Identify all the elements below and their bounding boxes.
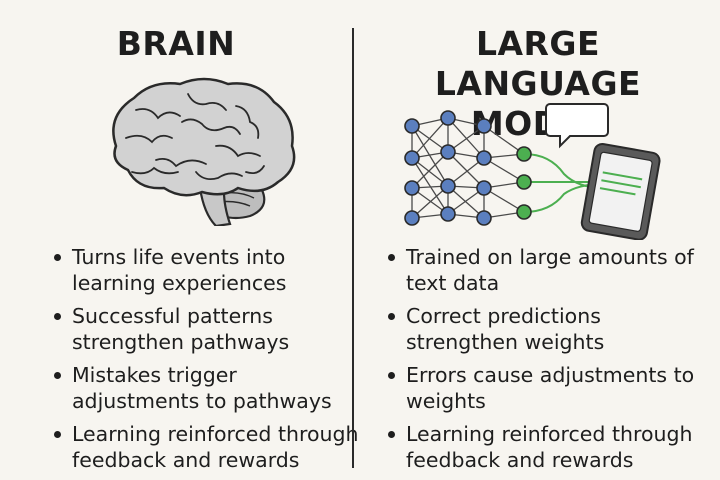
- bullet-dot-icon: [388, 254, 395, 261]
- bullet-dot-icon: [54, 372, 61, 379]
- list-item: Correct predictions strengthen weights: [386, 303, 696, 355]
- bullet-dot-icon: [54, 254, 61, 261]
- column-divider: [352, 28, 354, 468]
- list-item: Turns life events into learning experien…: [52, 244, 362, 296]
- bullet-dot-icon: [54, 313, 61, 320]
- tablet-icon: [580, 143, 661, 240]
- brain-column: BRAIN Turns life events into learning ex…: [0, 0, 359, 480]
- brain-title: BRAIN: [116, 24, 236, 63]
- speech-bubble-icon: [545, 103, 609, 149]
- list-item: Errors cause adjustments to weights: [386, 362, 696, 414]
- list-item: Mistakes trigger adjustments to pathways: [52, 362, 362, 414]
- bullet-dot-icon: [388, 431, 395, 438]
- list-item: Trained on large amounts of text data: [386, 244, 696, 296]
- brain-icon: [112, 77, 296, 226]
- brain-bullet-list: Turns life events into learning experien…: [52, 244, 359, 480]
- llm-bullet-list: Trained on large amounts of text data Co…: [386, 244, 720, 480]
- llm-column: LARGE LANGUAGE MODEL: [356, 0, 720, 480]
- bullet-dot-icon: [388, 313, 395, 320]
- list-item: Successful patterns strengthen pathways: [52, 303, 362, 355]
- list-item: Learning reinforced through feedback and…: [386, 421, 696, 473]
- bullet-dot-icon: [388, 372, 395, 379]
- list-item: Learning reinforced through feedback and…: [52, 421, 362, 473]
- neural-network-icon: [404, 103, 661, 240]
- bullet-dot-icon: [54, 431, 61, 438]
